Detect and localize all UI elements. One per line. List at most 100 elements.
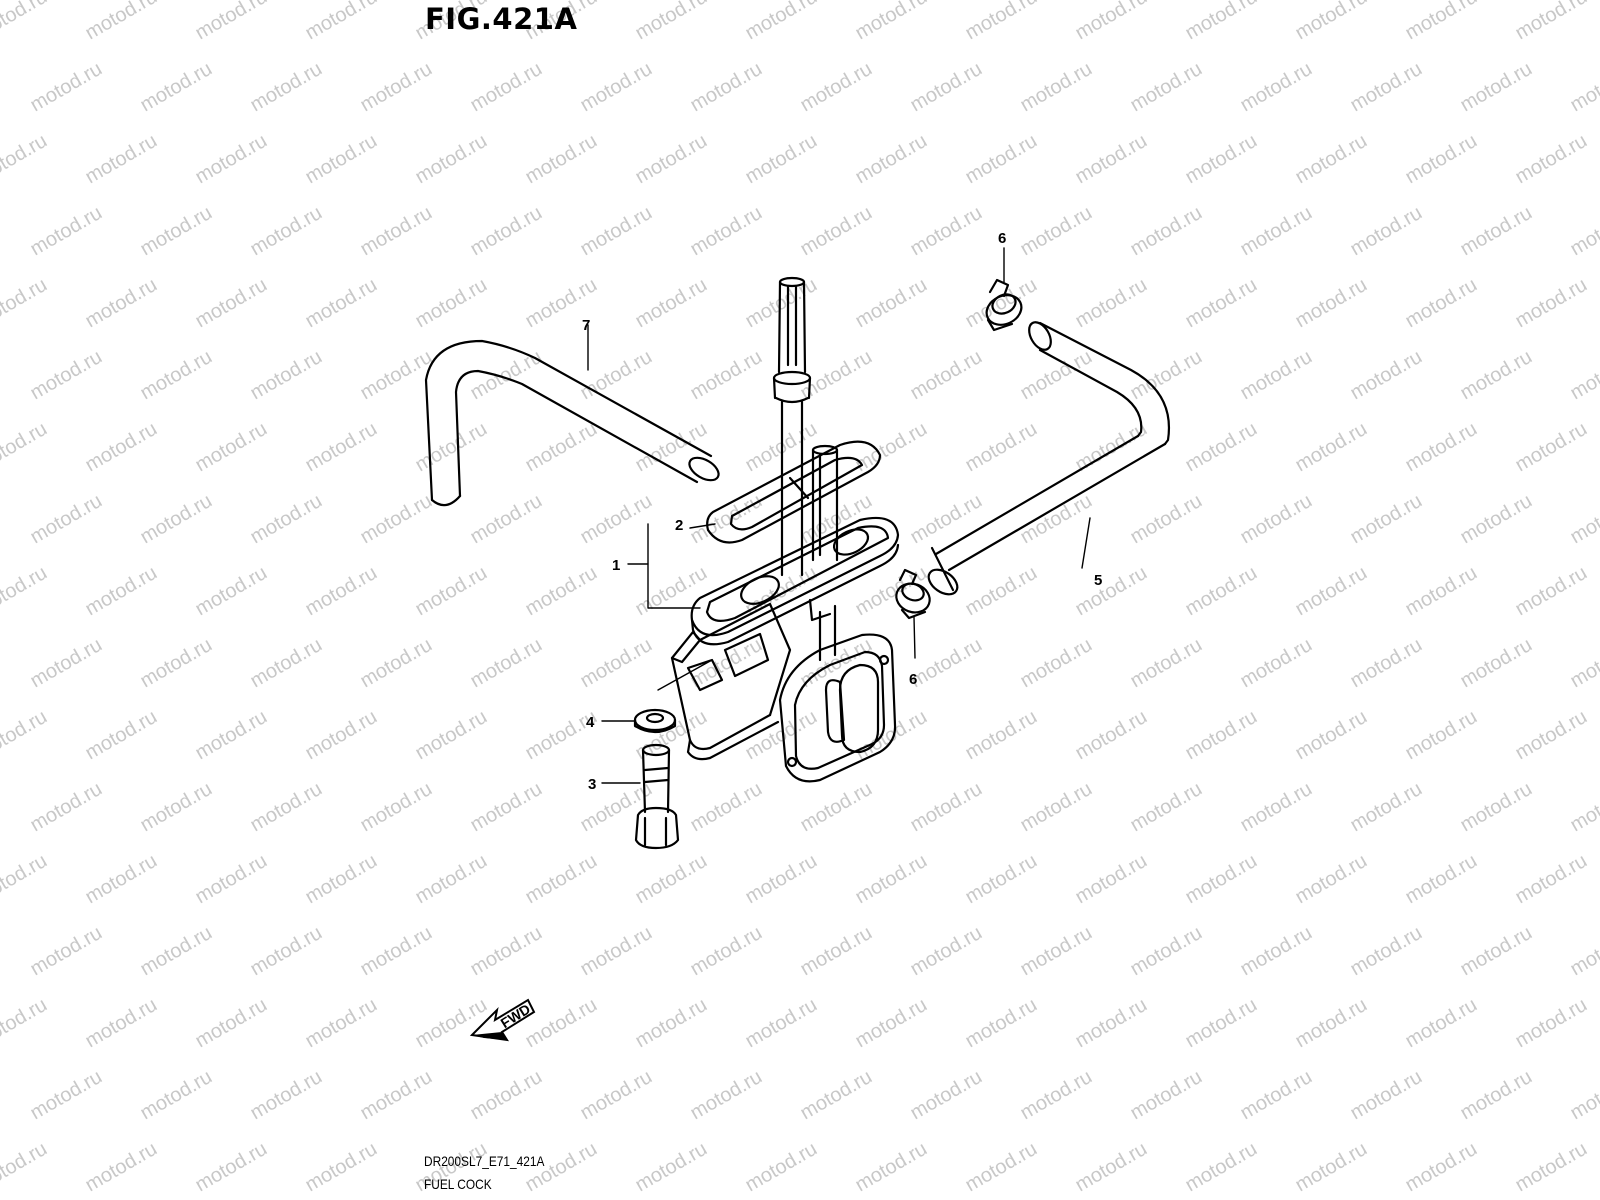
watermark-text: motod.ru [1182,706,1261,765]
watermark-text: motod.ru [1072,562,1151,621]
watermark-text: motod.ru [852,418,931,477]
watermark-text: motod.ru [192,274,271,333]
watermark-text: motod.ru [1457,58,1536,117]
watermark-text: motod.ru [1457,778,1536,837]
watermark-text: motod.ru [1512,706,1591,765]
watermark-text: motod.ru [302,850,381,909]
watermark-text: motod.ru [192,130,271,189]
watermark-text: motod.ru [1237,1066,1316,1125]
watermark-text: motod.ru [687,490,766,549]
watermark-text: motod.ru [687,346,766,405]
washer-part-4 [633,708,677,734]
watermark-text: motod.ru [302,1138,381,1197]
watermark-text: motod.ru [1567,202,1600,261]
watermark-text: motod.ru [522,130,601,189]
watermark-text: motod.ru [907,58,986,117]
watermark-text: motod.ru [357,634,436,693]
watermark-text: motod.ru [1347,634,1426,693]
watermark-text: motod.ru [852,994,931,1053]
watermark-text: motod.ru [1072,130,1151,189]
callout-3: 3 [588,776,596,793]
watermark-text: motod.ru [357,922,436,981]
watermark-text: motod.ru [1017,634,1096,693]
watermark-text: motod.ru [302,706,381,765]
watermark-text: motod.ru [907,634,986,693]
watermark-text: motod.ru [467,778,546,837]
watermark-text: motod.ru [82,850,161,909]
watermark-text: motod.ru [907,490,986,549]
watermark-text: motod.ru [1127,634,1206,693]
watermark-text: motod.ru [687,58,766,117]
callout-1: 1 [612,557,620,574]
clamp-part-6-lower [895,568,931,620]
watermark-text: motod.ru [1017,778,1096,837]
watermark-text: motod.ru [632,1138,711,1197]
watermark-text: motod.ru [1457,1066,1536,1125]
watermark-text: motod.ru [1402,130,1481,189]
watermark-text: motod.ru [412,274,491,333]
watermark-text: motod.ru [1457,346,1536,405]
watermark-text: motod.ru [1127,58,1206,117]
watermark-text: motod.ru [137,778,216,837]
watermark-text: motod.ru [1237,490,1316,549]
callout-6-lower: 6 [909,671,917,688]
watermark-text: motod.ru [467,58,546,117]
watermark-text: motod.ru [467,634,546,693]
watermark-text: motod.ru [192,850,271,909]
watermark-text: motod.ru [1292,706,1371,765]
watermark-text: motod.ru [1127,202,1206,261]
watermark-text: motod.ru [412,994,491,1053]
watermark-text: motod.ru [632,274,711,333]
watermark-text: motod.ru [1567,346,1600,405]
watermark-text: motod.ru [1457,634,1536,693]
watermark-text: motod.ru [1017,58,1096,117]
callout-2: 2 [675,517,683,534]
watermark-text: motod.ru [1127,1066,1206,1125]
watermark-text: motod.ru [1017,202,1096,261]
hose-part-7 [424,339,720,507]
callout-6-upper: 6 [998,230,1006,247]
callouts: 7 6 2 1 5 6 4 3 [582,230,1102,793]
fwd-arrow-icon: FWD [469,998,536,1042]
watermark-text: motod.ru [1457,202,1536,261]
watermark-text: motod.ru [247,778,326,837]
watermark-text: motod.ru [412,130,491,189]
watermark-text: motod.ru [687,202,766,261]
watermark-text: motod.ru [1567,490,1600,549]
watermark-text: motod.ru [357,778,436,837]
watermark-text: motod.ru [357,346,436,405]
watermark-text: motod.ru [962,1138,1041,1197]
watermark-text: motod.ru [1182,130,1261,189]
watermark-text: motod.ru [247,1066,326,1125]
watermark-text: motod.ru [1512,418,1591,477]
watermark-text: motod.ru [1457,922,1536,981]
watermark-text: motod.ru [852,850,931,909]
watermark-text: motod.ru [192,1138,271,1197]
figure-name: FUEL COCK [424,1176,492,1192]
watermark-text: motod.ru [357,202,436,261]
watermark-text: motod.ru [1127,490,1206,549]
watermark-text: motod.ru [1347,346,1426,405]
watermark-text: motod.ru [742,130,821,189]
watermark-text: motod.ru [467,922,546,981]
watermark-text: motod.ru [27,778,106,837]
watermark-text: motod.ru [0,562,51,621]
watermark-text: motod.ru [467,490,546,549]
watermark-text: motod.ru [962,994,1041,1053]
watermark-text: motod.ru [1237,58,1316,117]
watermark-text: motod.ru [1182,562,1261,621]
watermark-text: motod.ru [1292,130,1371,189]
watermark-text: motod.ru [687,778,766,837]
watermark-text: motod.ru [1237,634,1316,693]
watermark-text: motod.ru [1402,706,1481,765]
figure-code: DR200SL7_E71_421A [424,1153,545,1169]
watermark-text: motod.ru [192,562,271,621]
watermark-text: motod.ru [1072,850,1151,909]
leader-lines [587,247,1091,784]
watermark-text: motod.ru [1567,922,1600,981]
watermark-text: motod.ru [962,562,1041,621]
watermark-text: motod.ru [1127,922,1206,981]
watermark-text: motod.ru [412,418,491,477]
watermark-text: motod.ru [0,274,51,333]
watermark-text: motod.ru [962,850,1041,909]
